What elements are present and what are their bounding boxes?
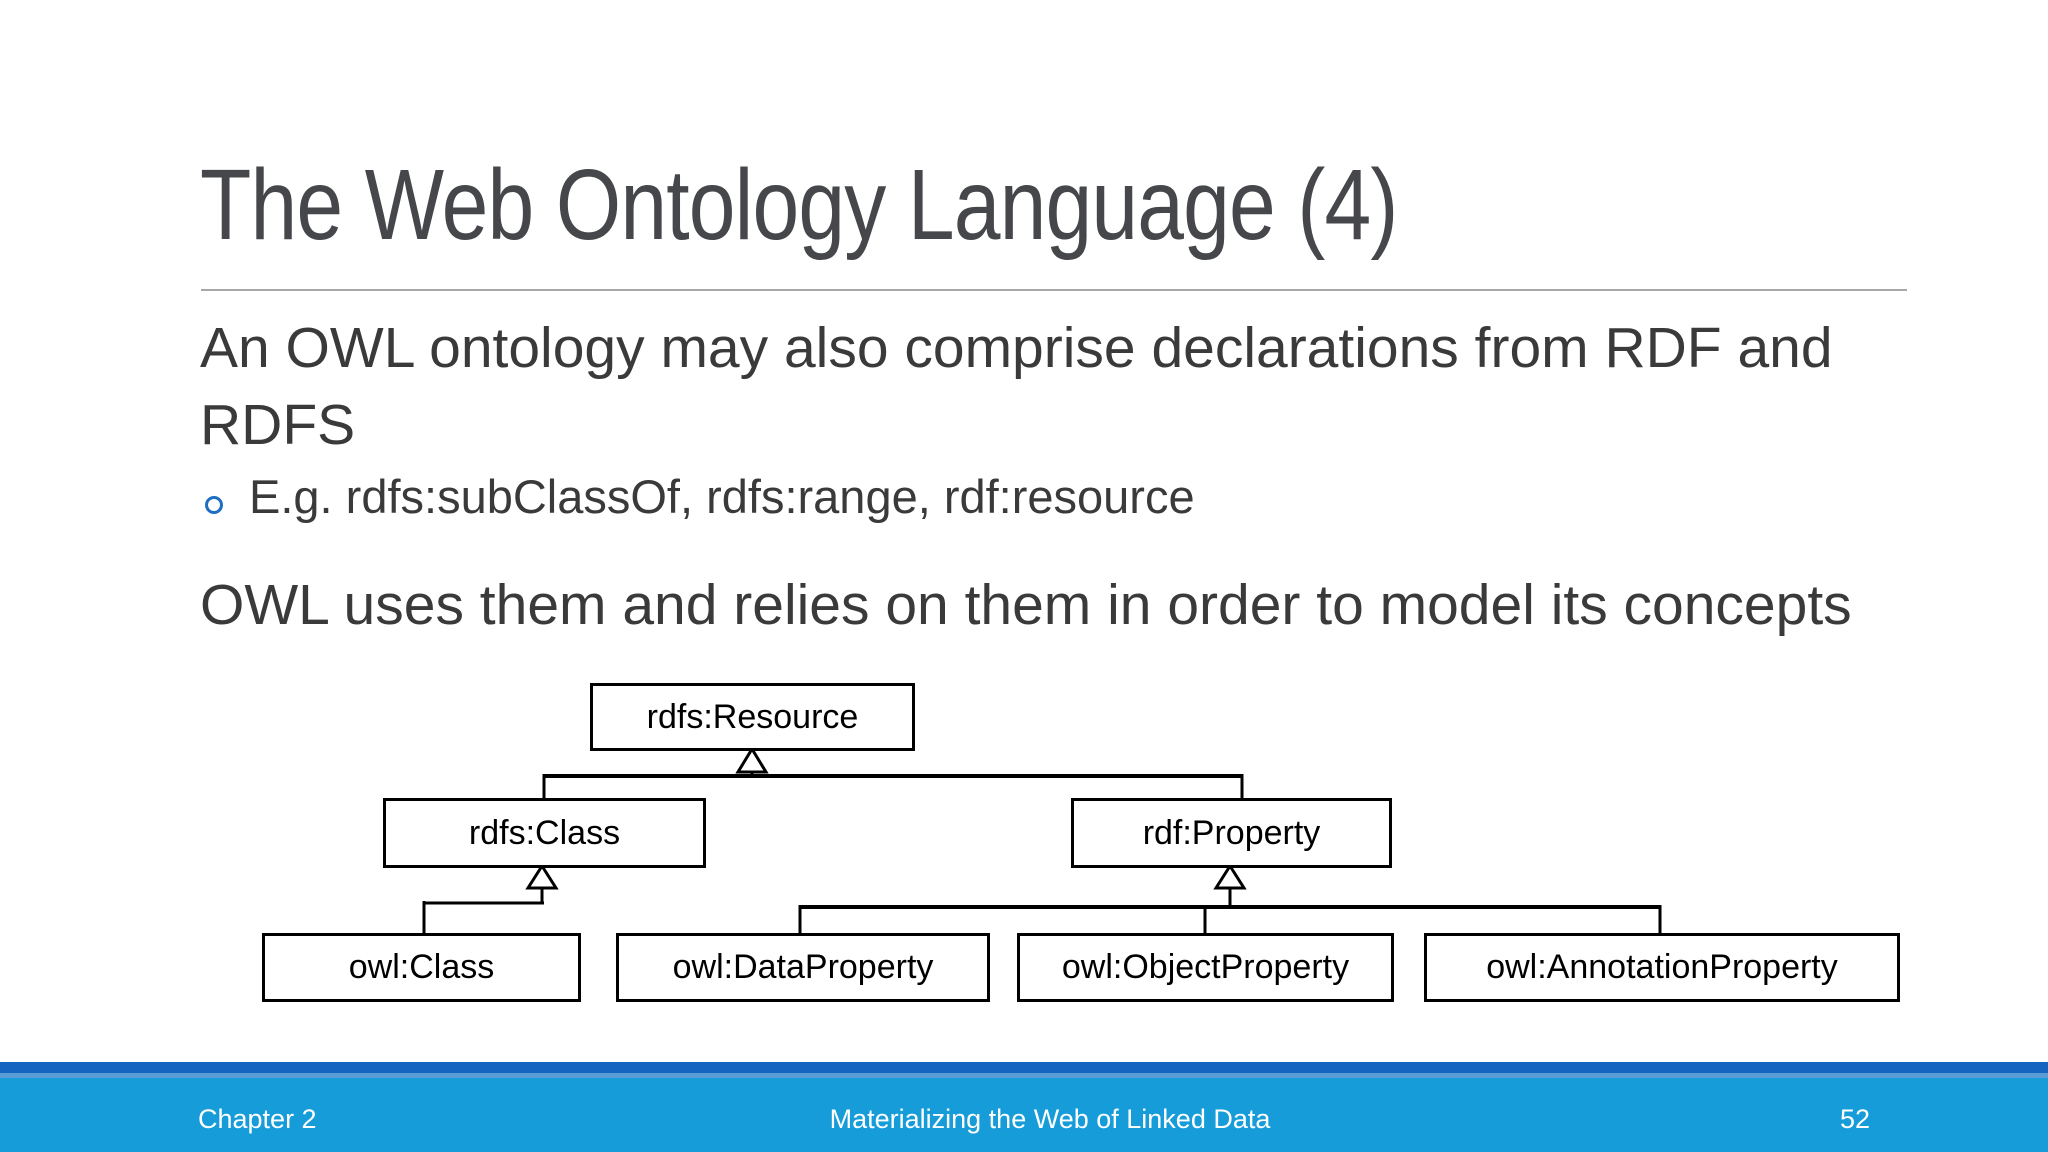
paragraph-owl-uses: OWL uses them and relies on them in orde… xyxy=(200,573,1852,637)
bullet-text: E.g. rdfs:subClassOf, rdfs:range, rdf:re… xyxy=(249,470,1195,523)
title-divider-line xyxy=(201,289,1907,291)
node-owl-dataproperty: owl:DataProperty xyxy=(616,933,990,1002)
node-owl-class: owl:Class xyxy=(262,933,581,1002)
node-rdf-property: rdf:Property xyxy=(1071,798,1392,868)
node-rdfs-resource: rdfs:Resource xyxy=(590,683,915,751)
circle-bullet-icon xyxy=(205,496,223,514)
node-label: rdf:Property xyxy=(1142,813,1321,852)
generalization-arrowhead-resource xyxy=(735,746,769,774)
footer-chapter: Chapter 2 xyxy=(198,1104,317,1134)
node-rdfs-class: rdfs:Class xyxy=(383,798,706,868)
footer-stripe-light xyxy=(0,1073,2048,1078)
node-label: owl:DataProperty xyxy=(672,948,934,986)
node-owl-objectproperty: owl:ObjectProperty xyxy=(1017,933,1394,1002)
generalization-arrowhead-rdf-property xyxy=(1213,863,1247,890)
bullet-item: E.g. rdfs:subClassOf, rdfs:range, rdf:re… xyxy=(205,466,1195,527)
slide-title: The Web Ontology Language (4) xyxy=(200,149,1398,261)
footer-bar xyxy=(0,1078,2048,1152)
generalization-arrowhead-rdfs-class xyxy=(525,863,559,890)
node-label: owl:Class xyxy=(348,948,495,986)
node-label: rdfs:Class xyxy=(468,813,621,852)
node-label: owl:AnnotationProperty xyxy=(1486,948,1838,986)
node-label: owl:ObjectProperty xyxy=(1061,948,1350,986)
node-owl-annotationproperty: owl:AnnotationProperty xyxy=(1424,933,1900,1002)
paragraph-rdf-rdfs: An OWL ontology may also comprise declar… xyxy=(200,316,1833,457)
footer-book-title: Materializing the Web of Linked Data xyxy=(829,1104,1271,1134)
footer-stripe-dark xyxy=(0,1062,2048,1073)
node-label: rdfs:Resource xyxy=(646,697,859,736)
footer-page-number: 52 xyxy=(1839,1104,1870,1134)
